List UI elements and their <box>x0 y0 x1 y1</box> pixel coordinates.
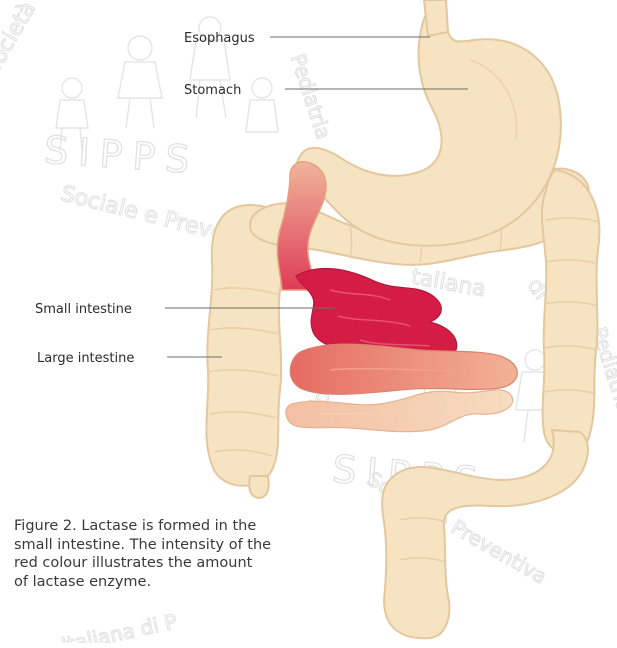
stomach <box>297 12 561 246</box>
ascending-colon <box>206 205 286 486</box>
appendix <box>249 476 268 498</box>
label-stomach: Stomach <box>184 83 241 98</box>
esophagus <box>424 0 448 36</box>
label-esophagus: Esophagus <box>184 31 255 46</box>
svg-text:Pediatria: Pediatria <box>286 51 336 142</box>
figure-caption: Figure 2. Lactase is formed in the small… <box>14 517 349 591</box>
label-small-intestine: Small intestine <box>35 302 132 317</box>
svg-text:Italiana di P: Italiana di P <box>59 609 179 643</box>
watermark-society-name-arc: Società <box>0 0 41 80</box>
label-large-intestine: Large intestine <box>37 351 134 366</box>
watermark-initials-top: SIPPS <box>43 128 201 183</box>
descending-colon <box>542 170 599 453</box>
